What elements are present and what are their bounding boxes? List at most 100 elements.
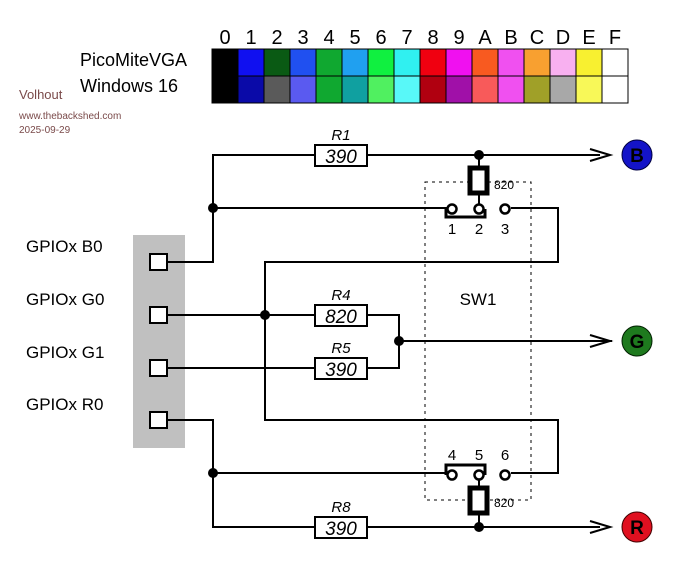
palette-swatch-bottom — [419, 75, 447, 104]
title-line-2: Windows 16 — [80, 76, 178, 96]
palette-swatch-top — [523, 48, 551, 77]
palette-swatch-top — [393, 48, 421, 77]
palette-swatch-bottom — [315, 75, 343, 104]
palette-swatch-bottom — [523, 75, 551, 104]
resistor-body — [314, 144, 368, 167]
palette-swatch-bottom — [367, 75, 395, 104]
palette-swatch-top — [367, 48, 395, 77]
palette-swatch-top — [237, 48, 265, 77]
palette-index-label: 9 — [453, 27, 464, 49]
palette-swatch-bottom — [393, 75, 421, 104]
output-letter: R — [630, 518, 644, 539]
palette-swatch-bottom — [549, 75, 577, 104]
pin-label: 4 — [448, 447, 456, 464]
resistor-body — [314, 357, 368, 380]
gpio-pin-pad — [149, 359, 168, 377]
resistor-label: R4 — [331, 287, 350, 304]
junction-dot — [208, 203, 218, 213]
palette-swatch-bottom — [601, 75, 629, 104]
junction-dot — [260, 310, 270, 320]
palette-swatch-top — [315, 48, 343, 77]
resistor-label: R5 — [331, 340, 351, 357]
site-credit: www.thebackshed.com — [18, 111, 121, 122]
resistor-body — [467, 165, 490, 196]
palette-swatch-bottom — [471, 75, 499, 104]
palette-index-label: C — [530, 27, 544, 49]
resistor-label: R8 — [331, 499, 351, 516]
palette-swatch-top — [549, 48, 577, 77]
palette-swatch-top — [575, 48, 603, 77]
palette-swatch-top — [211, 48, 239, 77]
arrow-icon — [589, 520, 614, 534]
gpio-pin-label: GPIOx B0 — [26, 237, 103, 256]
pin-label: 3 — [501, 221, 509, 238]
pulldown-resistor-top: 820 — [467, 165, 514, 196]
switch-contacts-top: 1 2 3 — [444, 203, 511, 238]
switch-contacts-bottom: 4 5 6 — [444, 447, 511, 481]
palette-index-label: D — [556, 27, 570, 49]
junction-dot — [474, 150, 484, 160]
output-r: R — [589, 511, 653, 543]
output-b-circle — [621, 139, 653, 171]
switch-lever-top — [444, 209, 487, 219]
pin-label: 6 — [501, 447, 509, 464]
palette-index-label: 0 — [219, 27, 230, 49]
title-line-1: PicoMiteVGA — [80, 50, 187, 70]
palette-swatch-bottom — [341, 75, 369, 104]
gpio-pin-pad — [149, 306, 168, 324]
palette-swatch-bottom — [575, 75, 603, 104]
palette-swatch-top — [419, 48, 447, 77]
resistor-r1: R1 390 — [314, 127, 368, 168]
palette-swatch-bottom — [497, 75, 525, 104]
wires — [168, 154, 612, 528]
palette-swatch-bottom — [263, 75, 291, 104]
palette-index-label: 2 — [271, 27, 282, 49]
output-g: G — [589, 325, 653, 357]
arrow-icon — [589, 148, 614, 162]
palette-index-label: 4 — [323, 27, 334, 49]
switch-terminal-2 — [473, 203, 485, 215]
palette-swatch-bottom — [237, 75, 265, 104]
palette-index-label: 6 — [375, 27, 386, 49]
switch-terminal-4 — [446, 469, 458, 481]
switch-terminal-5 — [473, 469, 485, 481]
palette-index-label: 8 — [427, 27, 438, 49]
palette-index-label: A — [478, 27, 492, 49]
output-letter: G — [630, 332, 645, 353]
palette-swatch-top — [289, 48, 317, 77]
junction-dot — [208, 468, 218, 478]
pulldown-resistor-bottom: 820 — [467, 485, 514, 516]
switch-label: SW1 — [460, 290, 497, 309]
gpio-pin-label: GPIOx G0 — [26, 290, 104, 309]
output-b: B — [589, 139, 653, 171]
resistor-value: 820 — [325, 307, 357, 328]
resistor-body — [314, 516, 368, 539]
resistor-r4: R4 820 — [314, 287, 368, 328]
resistor-label: R1 — [331, 127, 350, 144]
resistor-value: 390 — [325, 360, 357, 381]
resistor-body — [467, 485, 490, 516]
switch-lever-bottom — [444, 463, 487, 475]
resistor-value: 820 — [494, 178, 514, 192]
palette-swatch-top — [263, 48, 291, 77]
resistor-r5: R5 390 — [314, 340, 368, 381]
gpio-pin-label: GPIOx R0 — [26, 395, 103, 414]
palette-swatch-bottom — [445, 75, 473, 104]
resistor-r8: R8 390 — [314, 499, 368, 540]
resistor-value: 390 — [325, 147, 357, 168]
palette-swatch-top — [497, 48, 525, 77]
pin-label: 1 — [448, 221, 456, 238]
palette-swatch-bottom — [211, 75, 239, 104]
output-g-circle — [621, 325, 653, 357]
palette-swatch-top — [445, 48, 473, 77]
resistor-value: 820 — [494, 496, 514, 510]
palette-index-label: 5 — [349, 27, 360, 49]
palette-swatch-top — [601, 48, 629, 77]
arrow-icon — [589, 334, 614, 348]
gpio-pin-pad — [149, 411, 168, 429]
resistor-body — [314, 304, 368, 327]
switch-terminal-3 — [499, 203, 511, 215]
